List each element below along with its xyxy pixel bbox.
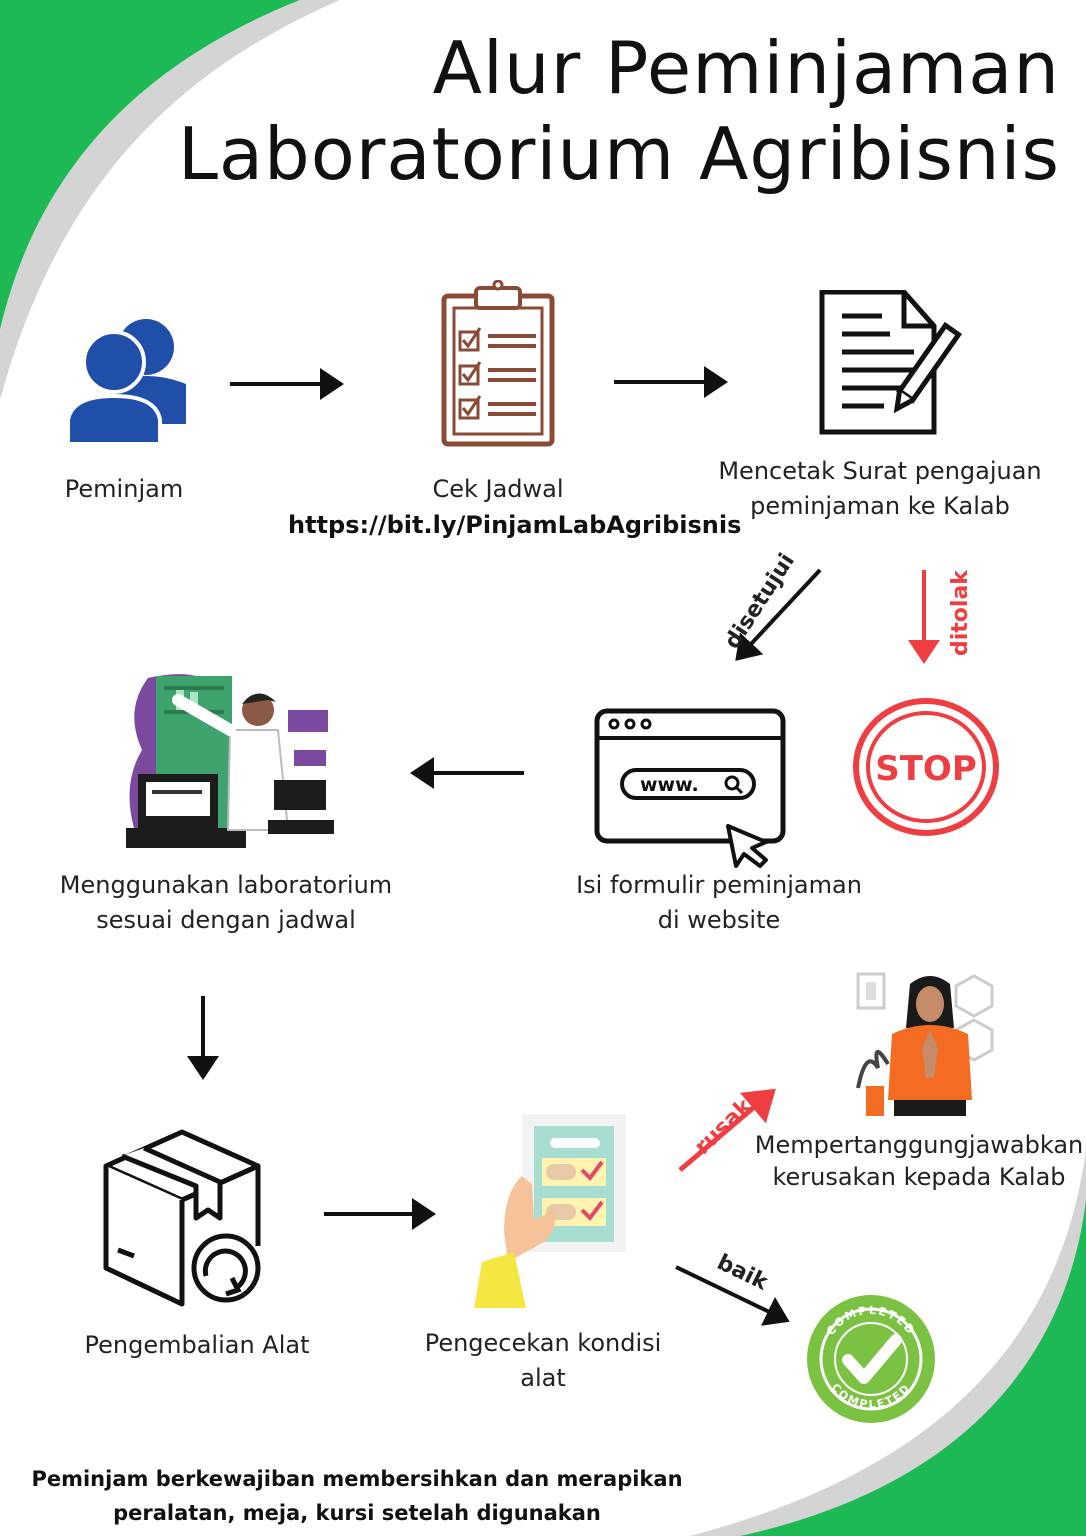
step-pengecekan-label-line1: Pengecekan kondisi [424,1329,662,1357]
step-isi-formulir-label-line2: di website [657,906,781,934]
step-cek-jadwal-label: Cek Jadwal [432,475,564,503]
arrow-baik [675,1265,790,1326]
box-return-icon [103,1129,261,1307]
users-icon [66,319,186,446]
arrow-disetujui [735,568,822,661]
top-left-green-curve [0,0,300,330]
step-isi-formulir-label-line1: Isi formulir peminjaman [576,871,862,899]
obligation-note-line1: Peminjam berkewajiban membersihkan dan m… [31,1467,683,1491]
step-mencetak-label-line1: Mencetak Surat pengajuan [718,457,1042,485]
obligation-note: Peminjam berkewajiban membersihkan dan m… [0,1462,714,1530]
step-peminjam-label: Peminjam [64,475,184,503]
www-text: www. [640,774,699,796]
page-title-line2: Laboratorium Agribisnis [177,112,1060,196]
lab-worker-icon [126,674,334,848]
stop-text: STOP [875,749,977,789]
stop-stamp-icon: STOP [853,698,999,836]
browser-window-icon: www. [594,708,786,868]
label-ditolak: ditolak [948,570,973,656]
step-menggunakan-label-line2: sesuai dengan jadwal [96,906,356,934]
arrow-rusak [678,1088,776,1172]
step-mempertanggungjawabkan-label-line2: kerusakan kepada Kalab [772,1163,1066,1191]
checklist-hand-icon [474,1114,626,1308]
obligation-note-line2: peralatan, meja, kursi setelah digunakan [113,1501,601,1525]
step-pengembalian-label: Pengembalian Alat [84,1331,310,1359]
page-title-line1: Alur Peminjaman [432,26,1060,110]
person-apologizing-icon [856,972,994,1116]
step-mencetak-label-line2: peminjaman ke Kalab [750,492,1010,520]
bottom-right-green-curve [740,1200,1086,1536]
step-menggunakan-label-line1: Menggunakan laboratorium [59,871,393,899]
clipboard-checklist-icon [441,280,555,447]
step-pengecekan-label-line2: alat [520,1364,566,1392]
top-left-gray-curve [0,0,340,400]
document-pen-icon [819,290,963,435]
completed-badge-icon: COMPLETED COMPLETED [807,1295,935,1423]
step-mempertanggungjawabkan-label-line1: Mempertanggungjawabkan [754,1131,1084,1159]
schedule-link[interactable]: https://bit.ly/PinjamLabAgribisnis [288,511,742,539]
